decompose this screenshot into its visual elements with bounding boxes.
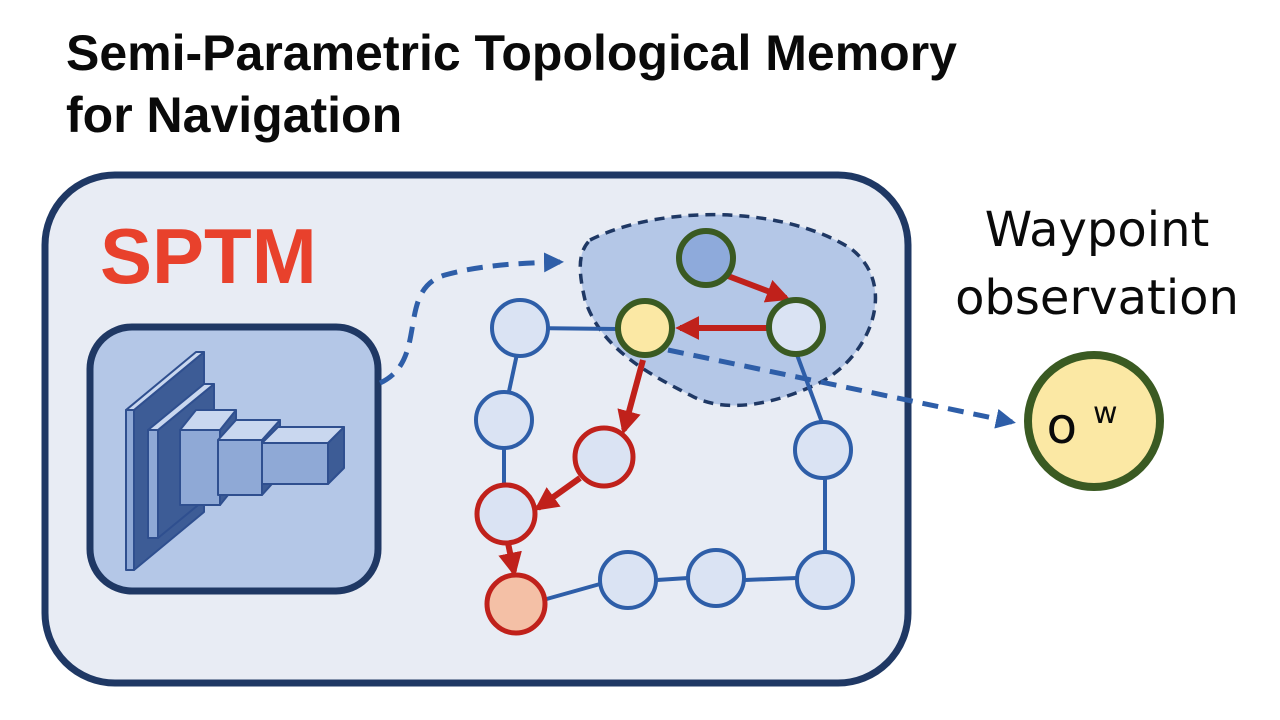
graph-node	[795, 550, 855, 610]
path-node	[474, 482, 538, 546]
waypoint-label-line-2: observation	[955, 270, 1239, 326]
graph-node	[598, 550, 658, 610]
waypoint-symbol: o w	[1046, 396, 1117, 455]
title-line-2: for Navigation	[66, 87, 403, 143]
waypoint-symbol-base: o	[1046, 397, 1077, 455]
graph-nodes	[474, 228, 855, 636]
graph-node	[686, 548, 746, 608]
encoder-to-memory-arrow	[378, 252, 564, 386]
graph-node	[490, 298, 550, 358]
sptm-label: SPTM	[100, 212, 317, 300]
graph-node	[474, 390, 534, 450]
waypoint-label-line-1: Waypoint	[985, 202, 1210, 258]
node-to-waypoint-arrow	[667, 347, 1016, 429]
waypoint-node	[615, 298, 675, 358]
waypoint-observation-node	[1024, 351, 1164, 491]
page-title: Semi-Parametric Topological Memory for N…	[66, 22, 957, 146]
region-node	[766, 297, 826, 357]
encoder-network-icon	[125, 351, 345, 571]
path-node	[572, 425, 636, 489]
title-line-1: Semi-Parametric Topological Memory	[66, 25, 957, 81]
goal-node	[484, 572, 548, 636]
graph-node	[793, 420, 853, 480]
current-node	[676, 228, 736, 288]
waypoint-symbol-sup: w	[1093, 396, 1118, 431]
path-edges	[498, 273, 791, 577]
memory-region	[578, 212, 878, 408]
